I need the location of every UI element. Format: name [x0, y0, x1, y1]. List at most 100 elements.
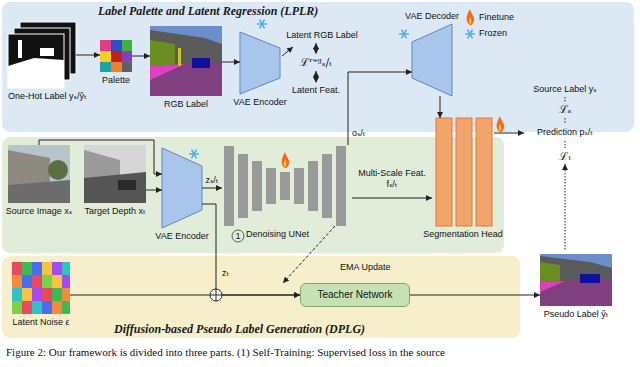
- unet-bars-part: [280, 172, 290, 200]
- source-image-part: [8, 145, 70, 203]
- noise-image-part: [62, 288, 70, 301]
- depth-image-part: [118, 180, 136, 190]
- module-label: Denoising UNet: [246, 229, 309, 240]
- palette-grid-part: [100, 51, 111, 62]
- rgb-label-image: [150, 26, 222, 96]
- denoising-unet: Denoising UNet: [222, 145, 352, 226]
- legend-icons-part: [465, 30, 475, 39]
- image-caption: Source Image xₛ: [6, 206, 72, 217]
- connector: [348, 72, 412, 145]
- unet-bars-part: [294, 168, 304, 204]
- latent-label: Latent Feat.: [292, 85, 340, 96]
- vae-trapezoids-part: [399, 30, 409, 39]
- segmentation-head-bars-part: [497, 116, 505, 132]
- vae-decoder: VAE Decoder: [412, 24, 452, 96]
- one-hot-label-image-part: [8, 58, 64, 88]
- vae-encoder: VAE Encoder: [240, 32, 280, 94]
- source-image: Source Image xₛ: [8, 145, 70, 203]
- pseudo-label-image-part: [540, 262, 560, 282]
- latent-label: Latent RGB Label: [286, 30, 358, 41]
- rgb-label-image-part: [150, 30, 222, 66]
- callout-number: 1: [235, 231, 240, 242]
- palette-grid-part: [111, 40, 122, 51]
- image-caption-wrap: Target Depth xₜ: [84, 206, 145, 217]
- source-image: [8, 145, 70, 203]
- segmentation-head-bars-part: [456, 118, 472, 226]
- depth-image-part: [84, 145, 146, 203]
- legend-text: Finetune: [479, 12, 514, 23]
- edge-label: EMA Update: [340, 262, 391, 273]
- noise-image-part: [52, 262, 62, 275]
- prediction-label: Prediction pₛ/ₜ: [537, 127, 593, 138]
- prediction-label-wrap: Prediction pₛ/ₜ: [537, 127, 593, 138]
- vae-trapezoids-part: [412, 24, 452, 96]
- palette-grid-part: [100, 40, 111, 51]
- dplg-panel: Diffusion-based Pseudo Label Generation …: [2, 256, 520, 338]
- edge-label: zₜ: [222, 268, 229, 279]
- image-caption-wrap: RGB Label: [164, 99, 208, 110]
- loss-term: ℒₜ: [559, 150, 571, 163]
- sum-symbol-part: [210, 289, 222, 301]
- rgb-label-image-part: [150, 62, 222, 96]
- legend-icons: [465, 9, 475, 38]
- sum-symbol-part: [210, 289, 222, 301]
- edge-label-wrap: Multi-Scale Feat. fₛ/ₜ: [354, 168, 430, 190]
- unet-bars-part: [308, 161, 318, 211]
- palette-grid: [100, 40, 132, 72]
- depth-image-part: [84, 172, 146, 203]
- noise-image-part: [52, 275, 62, 288]
- pseudo-label-image-part: [540, 278, 612, 306]
- vae-trapezoids-part: [162, 148, 202, 228]
- unet-bars-part: [282, 152, 290, 168]
- module-label-wrap: VAE Decoder: [405, 11, 459, 22]
- module-label: VAE Encoder: [155, 231, 208, 242]
- panel-bands-part: [2, 137, 504, 253]
- image-caption: Target Depth xₜ: [84, 206, 145, 217]
- panel-bands-part: [2, 2, 634, 132]
- edge-label-wrap: EMA Update: [340, 262, 391, 273]
- image-caption: RGB Label: [164, 99, 208, 110]
- image-caption-wrap: Source Image xₛ: [6, 206, 72, 217]
- image-caption-wrap: One-Hot Label yₛ/ŷₜ: [8, 91, 87, 102]
- pseudo-label-image-part: [540, 254, 612, 306]
- edge-label-wrap: oₛ/ₜ: [352, 128, 366, 139]
- legend-text-wrap: Frozen: [479, 28, 507, 39]
- latent-noise: Latent Noise ε: [12, 262, 70, 314]
- connector: [202, 204, 300, 295]
- palette: Palette: [100, 40, 132, 72]
- one-hot-label: One-Hot Label yₛ/ŷₜ: [8, 22, 76, 88]
- loss-leader-lines-part: [565, 97, 566, 102]
- pseudo-label-image: [540, 254, 612, 306]
- loss-leader-lines-part: [494, 133, 524, 134]
- panel-title: Diffusion-based Pseudo Label Generation …: [114, 322, 365, 336]
- source-image-part: [8, 150, 50, 185]
- edge-label-wrap: zₛ/ₜ: [205, 175, 218, 186]
- loss-leader-lines-part: [565, 164, 566, 251]
- palette-grid-part: [122, 51, 132, 62]
- noise-image-part: [32, 288, 42, 301]
- noise-image-part: [62, 301, 70, 314]
- unet-bars-part: [322, 154, 332, 218]
- edge-label: zₛ/ₜ: [205, 175, 218, 186]
- vae-encoder: VAE Encoder: [162, 148, 202, 228]
- image-caption-wrap: Latent Noise ε: [12, 317, 69, 328]
- latent-label-wrap: Latent RGB Label: [286, 30, 358, 41]
- pseudo-label-image-part: [540, 281, 565, 292]
- loss-leader-lines-part: [565, 141, 566, 148]
- figure-caption-wrap: Figure 2: Our framework is divided into …: [6, 346, 445, 359]
- connector: [132, 56, 150, 57]
- module-label: VAE Decoder: [405, 11, 459, 22]
- edge-label: Multi-Scale Feat. fₛ/ₜ: [354, 168, 430, 190]
- segmentation-head-bars-part: [436, 118, 452, 226]
- unet-bars: [224, 146, 346, 242]
- connector: [146, 190, 162, 191]
- pseudo-label-image-part: [540, 256, 612, 282]
- module-label: Teacher Network: [317, 289, 392, 301]
- palette-grid-part: [111, 51, 122, 62]
- panel-bands-part: [2, 256, 520, 338]
- vae-trapezoids-part: [257, 20, 267, 29]
- pseudo-label: Pseudo Label ŷₜ: [540, 254, 612, 306]
- module-label-wrap: Segmentation Head: [423, 229, 503, 240]
- connector: [440, 96, 441, 118]
